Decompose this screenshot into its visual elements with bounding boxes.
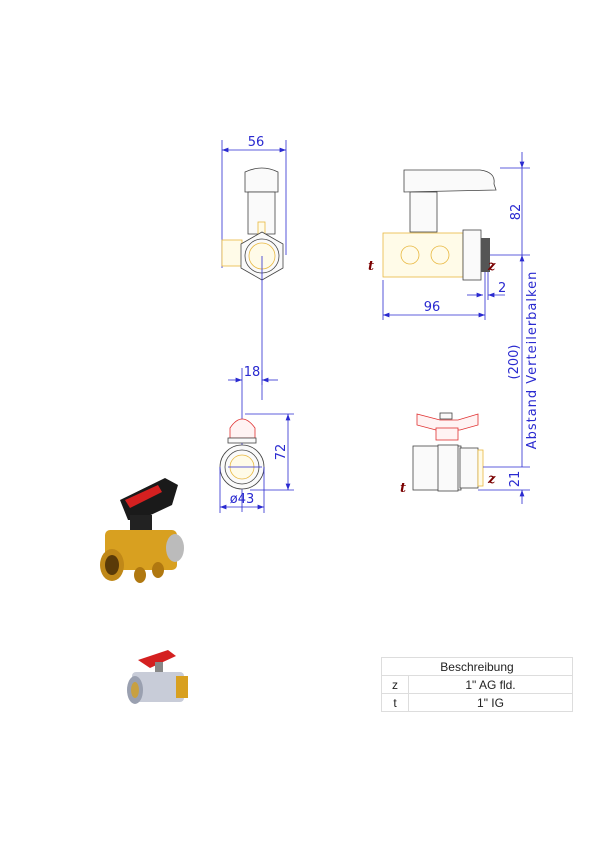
dim-2: 2: [498, 281, 506, 296]
dim-96: 96: [424, 300, 441, 315]
bottom-front-view: 18 72 ø43: [219, 365, 294, 513]
dim-43: ø43: [230, 492, 255, 507]
row-key: t: [381, 693, 409, 712]
table-row: z 1" AG fld.: [381, 675, 573, 694]
label-z-bottom: z: [487, 472, 496, 487]
dim-200: (200): [507, 345, 522, 380]
label-t: t: [368, 259, 374, 274]
dim-82: 82: [509, 204, 524, 221]
dim-18: 18: [244, 365, 261, 380]
row-value: 1" AG fld.: [408, 675, 573, 694]
description-table: Beschreibung z 1" AG fld. t 1" IG: [381, 657, 573, 712]
brass-valve-render: [100, 478, 184, 583]
ball-valve-render: [127, 650, 188, 704]
dim-21: 21: [508, 471, 523, 488]
dim-56: 56: [248, 135, 265, 150]
top-side-view: t z 82 96 2 (200) Abstand Verteilerbalke…: [368, 152, 540, 467]
bottom-side-view: t z 21: [400, 412, 530, 504]
label-z: z: [487, 259, 496, 274]
table-row: t 1" IG: [381, 693, 573, 712]
table-header: Beschreibung: [381, 657, 573, 676]
label-t-bottom: t: [400, 481, 406, 496]
top-front-view: 56: [221, 135, 287, 400]
spacing-label: Abstand Verteilerbalken: [525, 271, 540, 450]
row-value: 1" IG: [408, 693, 573, 712]
row-key: z: [381, 675, 409, 694]
dim-72: 72: [274, 444, 289, 461]
